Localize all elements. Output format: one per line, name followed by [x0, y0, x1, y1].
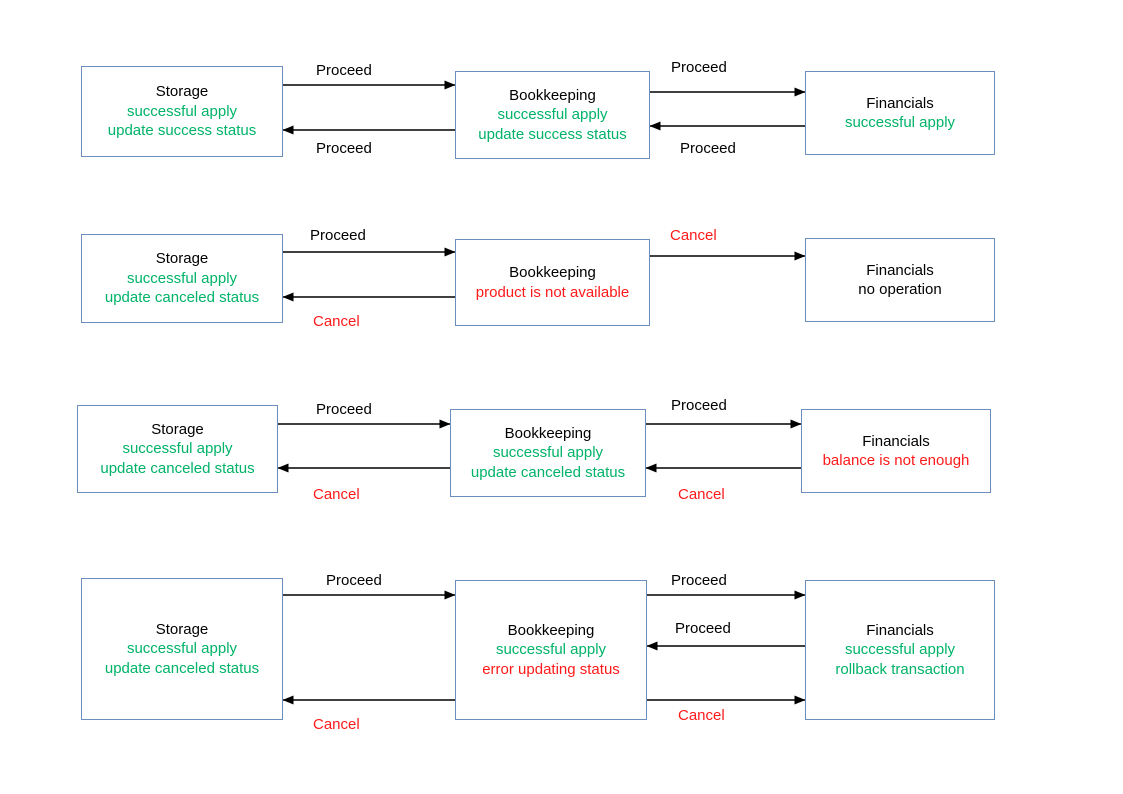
node-status-line: update canceled status [104, 659, 260, 677]
node-status-line: successful apply [126, 102, 238, 120]
node-status-line: update canceled status [100, 459, 255, 477]
node-bookkeeping-row2: Bookkeeping product is not available [455, 239, 650, 326]
node-title: Bookkeeping [509, 264, 596, 281]
node-financials-row3: Financials balance is not enough [801, 409, 991, 493]
node-title: Financials [862, 432, 930, 450]
edge-label-proceed: Proceed [675, 620, 731, 637]
node-title: Bookkeeping [509, 86, 596, 104]
edge-label-cancel: Cancel [313, 313, 360, 330]
edge-label-proceed: Proceed [316, 62, 372, 79]
node-status-line: successful apply [497, 106, 608, 124]
node-status-line: successful apply [126, 269, 238, 287]
node-title: Bookkeeping [507, 621, 595, 639]
edge-label-cancel: Cancel [313, 486, 360, 503]
node-status-line: update success status [478, 125, 627, 143]
node-status-line: rollback transaction [835, 660, 965, 678]
node-financials-row2: Financials no operation [805, 238, 995, 322]
node-status-line: successful apply [495, 641, 607, 659]
node-status-line: successful apply [122, 440, 233, 458]
node-title: Storage [155, 83, 209, 101]
edge-label-proceed: Proceed [671, 397, 727, 414]
node-title: Storage [155, 250, 209, 268]
node-financials-row1: Financials successful apply [805, 71, 995, 155]
edge-label-proceed: Proceed [316, 401, 372, 418]
node-title: Financials [866, 94, 934, 112]
edge-label-proceed: Proceed [671, 59, 727, 76]
edge-label-proceed: Proceed [680, 140, 736, 157]
node-status-line: update canceled status [104, 289, 260, 307]
edge-label-proceed: Proceed [671, 572, 727, 589]
node-status-line: product is not available [475, 283, 630, 301]
node-status-line: successful apply [844, 641, 956, 659]
edge-label-cancel: Cancel [678, 707, 725, 724]
edge-label-proceed: Proceed [310, 227, 366, 244]
edge-label-cancel: Cancel [313, 716, 360, 733]
edge-label-cancel: Cancel [678, 486, 725, 503]
node-status-line: update success status [107, 122, 257, 140]
node-status-line: balance is not enough [822, 452, 970, 469]
node-title: Financials [866, 621, 934, 639]
node-status-line: successful apply [126, 640, 238, 658]
node-title: Financials [866, 261, 934, 279]
node-title: Storage [151, 420, 204, 438]
node-status-line: successful apply [844, 114, 956, 131]
node-title: Bookkeeping [504, 424, 592, 442]
node-status-line: no operation [858, 281, 942, 298]
edge-label-proceed: Proceed [326, 572, 382, 589]
edge-label-cancel: Cancel [670, 227, 717, 244]
node-status-line: error updating status [482, 660, 620, 678]
edge-label-proceed: Proceed [316, 140, 372, 157]
node-title: Storage [155, 620, 209, 638]
node-status-line: successful apply [492, 444, 604, 462]
node-status-line: update canceled status [470, 463, 626, 481]
